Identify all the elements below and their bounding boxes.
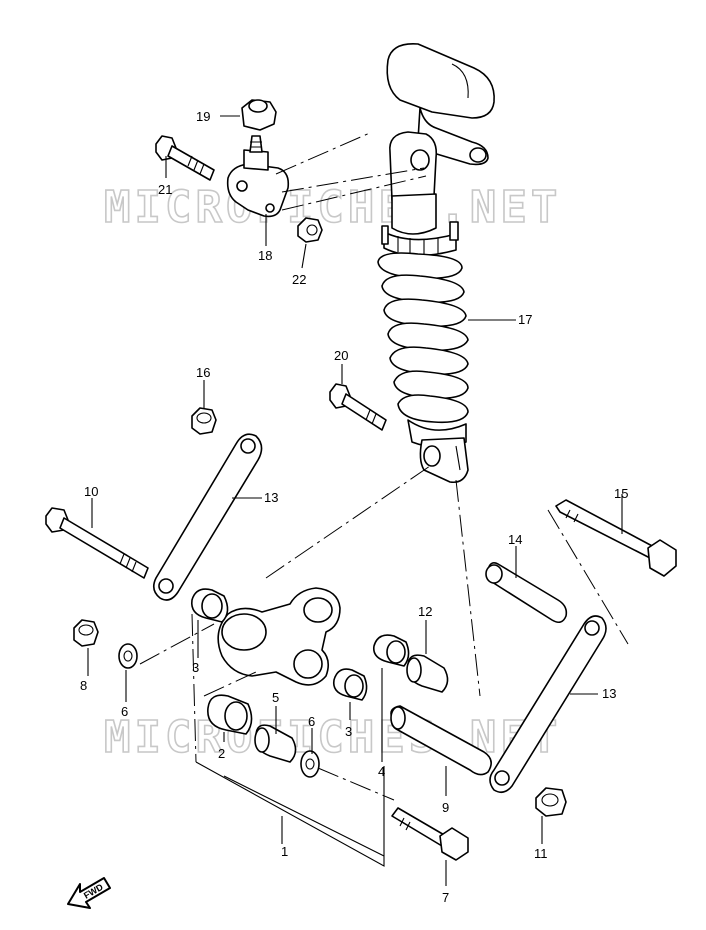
callout-19: 19 [196,109,210,124]
callout-10: 10 [84,484,98,499]
bolt-15 [555,499,677,577]
bolt-20 [329,383,387,431]
callout-15: 15 [614,486,628,501]
callout-9: 9 [442,800,449,815]
callout-2: 2 [218,746,225,761]
cushion-lever [217,587,341,686]
nut-22 [297,217,323,243]
bolt-10 [45,507,149,579]
callout-12: 12 [418,604,432,619]
washer-6-left [118,643,138,669]
bolt-7 [391,807,469,861]
link-arm-right [489,615,607,794]
callout-13-right: 13 [602,686,616,701]
fwd-arrow: FWD [67,877,111,909]
watermark-bottom: MICROFICHES.NET [104,712,561,763]
bolt-21 [155,135,215,181]
callout-14: 14 [508,532,522,547]
callout-3-left: 3 [192,660,199,675]
callout-13-left: 13 [264,490,278,505]
nut-16 [191,407,217,435]
callout-5: 5 [272,690,279,705]
nut-11 [535,787,567,817]
callout-8: 8 [80,678,87,693]
link-arm-left [152,433,263,601]
callout-21: 21 [158,182,172,197]
callout-6-left: 6 [121,704,128,719]
callout-20: 20 [334,348,348,363]
callout-18: 18 [258,248,272,263]
watermark-top: MICROFICHES.NET [104,182,561,233]
callout-7: 7 [442,890,449,905]
nut-19 [241,99,277,131]
collar-12 [406,654,449,693]
callout-3-right: 3 [345,724,352,739]
bearing-2 [207,694,253,735]
pipe-14 [485,562,568,624]
callout-16: 16 [196,365,210,380]
washer-6-center [300,750,320,778]
collar-5 [254,724,297,763]
callout-6-center: 6 [308,714,315,729]
callout-17: 17 [518,312,532,327]
pipe-9 [390,705,492,776]
bearing-3-left [190,588,229,623]
nut-8 [73,619,99,647]
callout-1: 1 [281,844,288,859]
bearing-4 [372,634,410,667]
bearing-3-right [332,668,368,701]
callout-4: 4 [378,764,385,779]
bracket [226,135,290,218]
callout-22: 22 [292,272,306,287]
callout-11: 11 [534,846,548,861]
shock-absorber [377,43,495,484]
